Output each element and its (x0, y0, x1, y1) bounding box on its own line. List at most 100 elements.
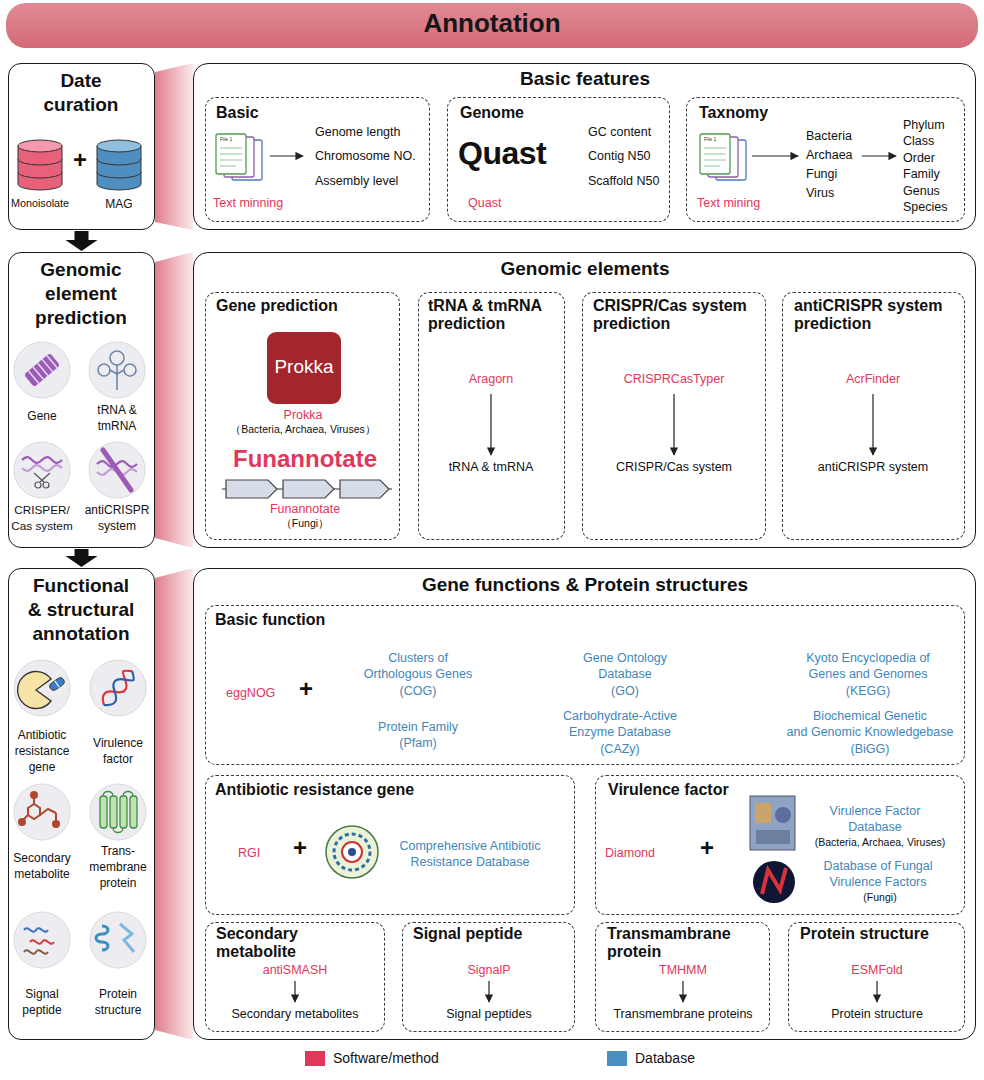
flow-arrow (862, 155, 896, 156)
scope-note: （Bacteria, Archaea, Viruses） (230, 423, 376, 436)
plus-sign: + (293, 836, 307, 860)
membrane-icon (130, 796, 137, 828)
membrane-icon (103, 792, 133, 833)
feature-label: Bacteria (806, 129, 852, 144)
box-heading: antiCRISPR system prediction (794, 297, 943, 334)
logo-box: Prokka (267, 332, 341, 404)
anticrispr-icon (97, 450, 137, 490)
peptide-icon (30, 940, 54, 943)
peptide-icon (24, 950, 48, 953)
feature-label: Scaffold N50 (588, 174, 659, 189)
flow-arrow (872, 394, 873, 455)
dashed-group-box: Transmambrane proteinTMHMMTransmembrane … (595, 922, 770, 1032)
trna-icon (110, 351, 124, 365)
flow-arrow (876, 981, 877, 1002)
resistance-icon (48, 676, 66, 692)
link-wedge (155, 568, 193, 1040)
trna-icon (98, 351, 136, 390)
dashed-group-box: TaxnomyFile 1Text miningBacteriaArchaeaF… (686, 97, 965, 222)
icon-disc (90, 784, 146, 840)
database-name: Clusters of Orthologous Genes (COG) (364, 650, 472, 699)
metabolite-icon (19, 819, 25, 825)
flow-arrow (270, 156, 896, 1002)
heading: Gene functions & Protein structures (422, 573, 748, 597)
dfvf-icon (762, 868, 786, 894)
stage-box: Date curation+MonoisolateMAG (8, 63, 155, 230)
feature-label: Archaea (806, 148, 853, 163)
software-name: Text mining (697, 196, 760, 211)
dashed-group-box: BasicFile 1Text minningGenome lengthChro… (205, 97, 430, 222)
gene-track (226, 480, 389, 498)
software-name: Text minning (213, 196, 283, 211)
plus-sign: + (299, 677, 313, 701)
link-wedge (155, 63, 193, 1040)
dashed-group-box: Protein structureESMFoldProtein structur… (788, 922, 965, 1032)
stage-box: Functional & structural annotationAntibi… (8, 568, 155, 1040)
gene-icon (24, 353, 60, 387)
vfdb-icon (750, 796, 795, 850)
feature-label: Secondary metabolites (231, 1007, 358, 1022)
box-heading: Basic function (215, 611, 325, 629)
icon-disc (14, 342, 146, 968)
icon-disc (14, 342, 70, 398)
feature-label: Virus (806, 186, 834, 201)
flow-arrow (66, 549, 98, 567)
section-panel: Basic function eggNOG + Clusters of Ortholo… (193, 568, 976, 1040)
gene-track (283, 480, 334, 498)
logo-text: Funannotate (233, 446, 377, 472)
plus-sign: + (73, 148, 87, 172)
feature-label: Transmembrane proteins (613, 1007, 752, 1022)
metabolite-icon (22, 796, 56, 822)
virulence-icon (99, 667, 138, 709)
file-label: File 1 (704, 137, 716, 142)
resistance-icon (55, 681, 60, 688)
peptide-icon (24, 928, 54, 953)
resistance-icon (18, 672, 51, 709)
box-heading: Basic (216, 104, 259, 122)
vfdb-icon (775, 807, 791, 823)
flow-arrow (490, 394, 491, 455)
software-name: eggNOG (226, 686, 275, 701)
legend-item: Database (607, 1050, 695, 1066)
dashed-group-box: Antibiotic resistance geneRGI+Comprehens… (205, 775, 575, 915)
legend-label: Database (635, 1050, 695, 1066)
crispr-icon (22, 457, 62, 488)
icon-disc (14, 784, 70, 840)
box-heading: Transmambrane protein (607, 925, 731, 962)
feature-label: Species (903, 200, 947, 215)
legend-swatch (607, 1051, 627, 1066)
link-wedge (155, 252, 193, 548)
dashed-group-box: CRISPR/Cas system predictionCRISPRCasTyp… (582, 292, 766, 540)
gene-track (222, 480, 392, 498)
flow-arrow (66, 231, 98, 251)
dashed-group-box: Signal peptideSignalPSignal peptides (402, 922, 575, 1032)
dashed-group-box: Virulence factorDiamond+Virulence Factor… (595, 775, 965, 915)
heading: Functional & structural annotation (28, 574, 135, 645)
feature-label: GC content (588, 125, 651, 140)
feature-label: Class (903, 134, 934, 149)
database-icon (97, 146, 141, 190)
card-icon (326, 826, 378, 878)
feature-label: tRNA & tmRNA (449, 460, 534, 475)
plus-sign: + (700, 836, 714, 860)
logo-text: Quast (458, 136, 546, 171)
dashed-group-box: antiCRISPR system predictionAcrFinderant… (782, 292, 965, 540)
feature-label: Protein structure (831, 1007, 923, 1022)
feature-label: CRISPR/Cas system (616, 460, 732, 475)
card-icon (348, 848, 356, 856)
card-icon (326, 826, 378, 878)
feature-label: Contig N50 (588, 149, 651, 164)
database-icon (18, 140, 141, 190)
protein-icon (120, 924, 134, 952)
file-label: File 1 (220, 137, 232, 142)
icon-label: Virulence factor (93, 735, 143, 767)
gene-track (340, 480, 389, 498)
software-name: ESMFold (851, 963, 902, 978)
box-heading: Genome (460, 104, 524, 122)
gene-icon (24, 353, 60, 387)
membrane-icon (110, 796, 117, 828)
section-panel: BasicFile 1Text minningGenome lengthChro… (193, 63, 976, 230)
flow-arrow (488, 981, 489, 1002)
